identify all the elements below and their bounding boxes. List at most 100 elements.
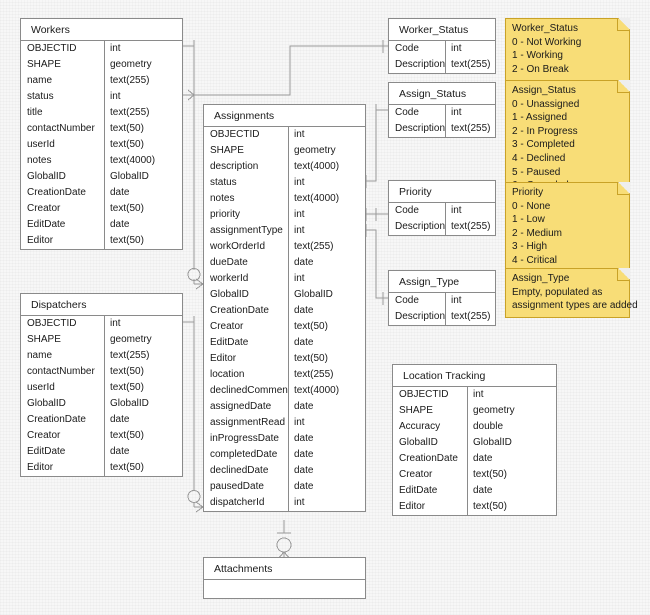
field-name: description: [210, 161, 259, 172]
note-line: assignment types are added: [512, 300, 638, 312]
field-name: workOrderId: [210, 241, 266, 252]
field-type: text(50): [104, 121, 182, 137]
field-type: text(50): [288, 319, 365, 335]
field-name: contactNumber: [27, 366, 95, 377]
field-type: geometry: [467, 403, 556, 419]
field-type: text(50): [104, 364, 182, 380]
field-name: Editor: [399, 501, 426, 512]
field-type: text(255): [104, 105, 182, 121]
field-name: EditDate: [27, 446, 66, 457]
field-name: dispatcherId: [210, 497, 265, 508]
edge-workers-optional-circle: [187, 268, 201, 281]
field-type: double: [467, 419, 556, 435]
field-name: Code: [395, 295, 419, 306]
field-name: userId: [27, 139, 55, 150]
field-name: name: [27, 350, 53, 361]
field-name: status: [210, 177, 237, 188]
field-type: date: [104, 412, 182, 428]
field-type: text(4000): [288, 191, 365, 207]
field-name: Creator: [27, 430, 61, 441]
field-type: int: [288, 127, 365, 143]
field-type: date: [288, 479, 365, 495]
field-type: int: [104, 316, 182, 332]
note-fold-corner-icon: [617, 268, 630, 281]
field-name: SHAPE: [27, 334, 61, 345]
field-name: Editor: [210, 353, 237, 364]
field-name: title: [27, 107, 43, 118]
note-line: 0 - Unassigned: [512, 98, 580, 110]
field-name: inProgressDate: [210, 433, 279, 444]
field-type: text(50): [104, 428, 182, 444]
entity-attachments-title: Attachments: [204, 558, 365, 580]
field-name: assignedDate: [210, 401, 272, 412]
note-assign-status[interactable]: Assign_Status 0 - Unassigned 1 - Assigne…: [505, 80, 630, 198]
edge-attachments-optional-circle: [276, 537, 292, 553]
note-line: Empty, populated as: [512, 286, 603, 298]
field-type: text(255): [104, 348, 182, 364]
field-name: Creator: [399, 469, 433, 480]
field-type: geometry: [288, 143, 365, 159]
note-assign-type[interactable]: Assign_Type Empty, populated as assignme…: [505, 268, 638, 318]
note-line: 1 - Low: [512, 214, 545, 226]
field-name: OBJECTID: [210, 129, 260, 140]
field-type: text(4000): [104, 153, 182, 169]
field-name: EditDate: [210, 337, 249, 348]
note-priority[interactable]: Priority 0 - None 1 - Low 2 - Medium 3 -…: [505, 182, 630, 273]
field-name: contactNumber: [27, 123, 95, 134]
entity-assignments-title: Assignments: [204, 105, 365, 127]
note-line: 2 - In Progress: [512, 125, 578, 137]
note-worker-status[interactable]: Worker_Status 0 - Not Working 1 - Workin…: [505, 18, 630, 82]
field-name: OBJECTID: [399, 389, 449, 400]
field-name: EditDate: [399, 485, 438, 496]
edge-workers-status-b: [194, 45, 388, 96]
field-name: declinedComment: [210, 385, 288, 396]
field-name: GlobalID: [399, 437, 438, 448]
field-name: Editor: [27, 235, 54, 246]
note-title: Worker_Status: [512, 23, 578, 34]
field-name: status: [27, 91, 54, 102]
field-name: CreationDate: [27, 187, 86, 198]
field-name: location: [210, 369, 245, 380]
field-type: date: [288, 255, 365, 271]
entity-attachments[interactable]: Attachments: [203, 557, 366, 599]
field-type: text(50): [104, 201, 182, 217]
entity-assign-type-title: Assign_Type: [389, 271, 495, 293]
field-name: Creator: [27, 203, 61, 214]
field-type: geometry: [104, 57, 182, 73]
note-line: 0 - None: [512, 200, 551, 212]
field-name: workerId: [210, 273, 249, 284]
field-name: Code: [395, 205, 419, 216]
field-name: Code: [395, 43, 419, 54]
